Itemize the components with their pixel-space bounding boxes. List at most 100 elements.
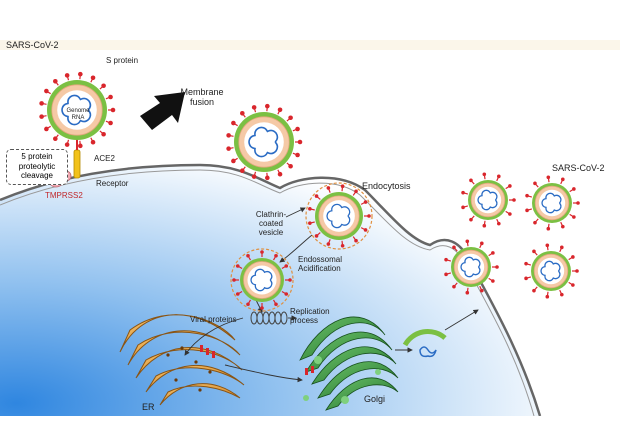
spike-tip	[108, 121, 113, 126]
er-label: ER	[142, 402, 155, 412]
spike-tip	[469, 218, 473, 222]
spike-tip	[231, 121, 236, 126]
virion-exiting	[444, 239, 499, 294]
spike-tip	[354, 190, 358, 194]
sars-cov-2-label-left: SARS-CoV-2	[6, 40, 59, 50]
spike-tip	[576, 201, 580, 205]
spike-tip	[232, 278, 236, 282]
spike-tip	[524, 277, 528, 281]
membrane-fusion-label: Membrane fusion	[172, 87, 232, 108]
spike-tip	[265, 176, 270, 181]
spike-tip	[354, 239, 358, 243]
spike-tip	[315, 194, 319, 198]
spike-tip	[260, 250, 264, 254]
spike-tip	[465, 239, 469, 243]
spike-tip	[533, 221, 537, 225]
spike-tip	[444, 258, 448, 262]
spike-tip	[482, 224, 486, 228]
spike-tip	[367, 214, 371, 218]
spike-tip	[533, 182, 537, 186]
spike-tip	[53, 136, 58, 141]
spike-tip	[364, 228, 368, 232]
ace2-label: ACE2	[94, 154, 115, 163]
spike-tip	[444, 273, 448, 277]
clathrin-vesicle-label: Clathrin-coated vesicle	[246, 210, 296, 238]
spike-tip	[480, 289, 484, 293]
virion-released-2	[525, 175, 580, 230]
spike-tip	[39, 101, 44, 106]
endocytosis-label: Endocytosis	[362, 181, 411, 191]
spike-tip	[571, 255, 575, 259]
spike-tip	[236, 264, 240, 268]
spike-tip	[260, 306, 264, 310]
virion-fusing	[226, 104, 302, 180]
ace2-receptor	[74, 150, 80, 178]
spike-tip	[91, 75, 96, 80]
spike-tip	[482, 172, 486, 176]
spike-tip	[452, 246, 456, 250]
spike-tip	[65, 142, 70, 147]
endosomal-acidification-label: Endossomal Acidification	[298, 255, 350, 273]
spike-tip	[246, 302, 250, 306]
spike-tip	[575, 269, 579, 273]
sars-cov-2-label-right: SARS-CoV-2	[552, 163, 605, 173]
spike-tip	[327, 242, 331, 246]
spike-tip	[461, 206, 465, 210]
spike-tip	[491, 279, 495, 283]
spike-tip	[226, 133, 231, 138]
spike-tip	[101, 83, 106, 88]
spike-tip	[560, 246, 564, 250]
spike-tip	[525, 194, 529, 198]
spike-tip	[246, 254, 250, 258]
spike-tip	[364, 200, 368, 204]
spike-tip	[39, 114, 44, 119]
spike-tip	[495, 265, 499, 269]
s-protein-cleavage-box: 5 protein proteolytic cleavage	[6, 149, 68, 185]
receptor-label: Receptor	[96, 179, 128, 188]
spike-tip	[480, 242, 484, 246]
spike-tip	[545, 295, 549, 299]
spike-tip	[101, 132, 106, 137]
spike-tip	[545, 243, 549, 247]
spike-tip	[298, 140, 303, 145]
spike-tip	[284, 292, 288, 296]
golgi-label: Golgi	[364, 394, 385, 404]
tmprss2-label: TMPRSS2	[45, 191, 83, 200]
spike-tip	[240, 168, 245, 173]
spike-tip	[265, 104, 270, 109]
replication-process-label: Replication process	[290, 307, 338, 325]
spike-tip	[274, 254, 278, 258]
spike-tip	[295, 153, 300, 158]
virion-released-3	[524, 243, 579, 298]
spike-tip	[111, 108, 116, 113]
spike-tip	[308, 207, 312, 211]
spike-tip	[308, 221, 312, 225]
spike-tip	[497, 175, 501, 179]
spike-tip	[560, 293, 564, 297]
spike-tip	[327, 186, 331, 190]
spike-tip	[53, 79, 58, 84]
spike-tip	[469, 179, 473, 183]
spike-tip	[288, 115, 293, 120]
spike-tip	[532, 289, 536, 293]
spike-tip	[524, 262, 528, 266]
spike-tip	[452, 285, 456, 289]
spike-tip	[252, 174, 257, 179]
spike-tip	[274, 302, 278, 306]
spike-tip	[278, 172, 283, 177]
spike-tip	[571, 283, 575, 287]
spike-tip	[561, 178, 565, 182]
spike-tip	[108, 95, 113, 100]
spike-tip	[572, 187, 576, 191]
spike-tip	[78, 72, 83, 77]
spike-tip	[561, 225, 565, 229]
spike-tip	[240, 111, 245, 116]
spike-tip	[546, 227, 550, 231]
spike-tip	[341, 244, 345, 248]
spike-tip	[491, 251, 495, 255]
spike-tip	[44, 127, 49, 132]
spike-tip	[91, 140, 96, 145]
spike-tip	[461, 191, 465, 195]
spike-tip	[512, 198, 516, 202]
